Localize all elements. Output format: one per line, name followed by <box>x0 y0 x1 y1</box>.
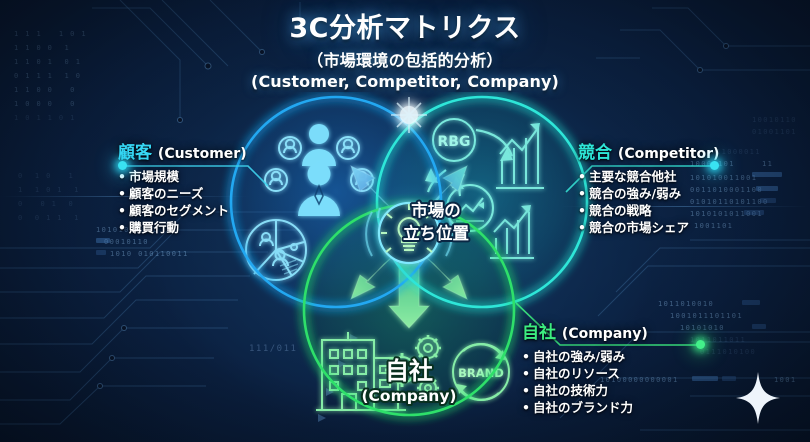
binary-text: 0 1 0 1 <box>18 172 75 180</box>
panel-customer-list: 市場規模 顧客のニーズ 顧客のセグメント 購買行動 <box>118 168 247 236</box>
panel-company-heading-en: (Company) <box>561 326 648 342</box>
panel-customer-heading-en: (Customer) <box>157 146 247 162</box>
list-item: 競合の市場シェア <box>578 219 719 236</box>
title-main: 3C分析マトリクス <box>289 13 521 44</box>
panel-company: 自社 (Company) 自社の強み/弱み 自社のリソース 自社の技術力 自社の… <box>522 318 648 416</box>
binary-text: 01001101 <box>752 128 797 136</box>
panel-competitor: 競合 (Competitor) 主要な競合他社 競合の強み/弱み 競合の戦略 競… <box>578 138 719 236</box>
binary-text: 00010110 <box>104 238 149 246</box>
binary-text: 11 <box>762 160 774 168</box>
list-item: 競合の強み/弱み <box>578 185 719 202</box>
panel-company-heading: 自社 (Company) <box>522 318 648 343</box>
binary-text: 11000011 <box>716 148 761 156</box>
rbg-badge-label: RBG <box>438 134 471 150</box>
company-circle-title-jp: 自社 <box>385 357 433 385</box>
panel-competitor-heading: 競合 (Competitor) <box>578 138 719 163</box>
binary-text: 0 0 1 1 1 <box>18 214 80 222</box>
list-item: 自社のブランド力 <box>522 399 648 416</box>
binary-text: 10101010 <box>680 324 725 332</box>
binary-text: 1010 010110011 <box>110 250 189 258</box>
panel-competitor-heading-jp: 競合 <box>578 143 612 163</box>
panel-customer: 顧客 (Customer) 市場規模 顧客のニーズ 顧客のセグメント 購買行動 <box>118 138 247 236</box>
binary-text: 1 0 0 0 0 <box>14 100 76 108</box>
binary-text: 1011010010 <box>658 300 715 308</box>
panel-customer-heading: 顧客 (Customer) <box>118 138 247 163</box>
panel-company-heading-jp: 自社 <box>522 323 556 343</box>
center-label-line2: 立ち位置 <box>403 223 469 243</box>
list-item: 自社の強み/弱み <box>522 348 648 365</box>
binary-text: 1001011101101 <box>670 312 743 320</box>
panel-competitor-heading-en: (Competitor) <box>617 146 720 162</box>
list-item: 市場規模 <box>118 168 247 185</box>
leader-dot-customer <box>118 161 127 170</box>
binary-text: 10010110 <box>752 116 797 124</box>
panel-competitor-list: 主要な競合他社 競合の強み/弱み 競合の戦略 競合の市場シェア <box>578 168 719 236</box>
list-item: 購買行動 <box>118 219 247 236</box>
binary-text: 1 0 1 1 0 1 <box>14 114 76 122</box>
list-item: 自社の技術力 <box>522 382 648 399</box>
list-item: 主要な競合他社 <box>578 168 719 185</box>
sparkle-star-icon <box>736 372 780 424</box>
center-label-line1: 市場の <box>411 200 461 220</box>
leader-dot-company <box>696 340 705 349</box>
binary-text: 0111010100 <box>700 348 757 356</box>
list-item: 顧客のニーズ <box>118 185 247 202</box>
title-sub-jp: （市場環境の包括的分析） <box>307 51 503 70</box>
list-item: 競合の戦略 <box>578 202 719 219</box>
binary-text: 1 1 0 1 1 <box>18 186 80 194</box>
title-sub-en: (Customer, Competitor, Company) <box>251 72 559 91</box>
binary-text: 0 0 1 0 <box>18 200 75 208</box>
page-title: 3C分析マトリクス （市場環境の包括的分析） (Customer, Compet… <box>0 6 810 91</box>
panel-company-list: 自社の強み/弱み 自社のリソース 自社の技術力 自社のブランド力 <box>522 348 648 416</box>
list-item: 顧客のセグメント <box>118 202 247 219</box>
leader-dot-competitor <box>710 161 719 170</box>
company-circle-title-en: (Company) <box>361 387 456 405</box>
list-item: 自社のリソース <box>522 365 648 382</box>
panel-customer-heading-jp: 顧客 <box>118 143 152 163</box>
